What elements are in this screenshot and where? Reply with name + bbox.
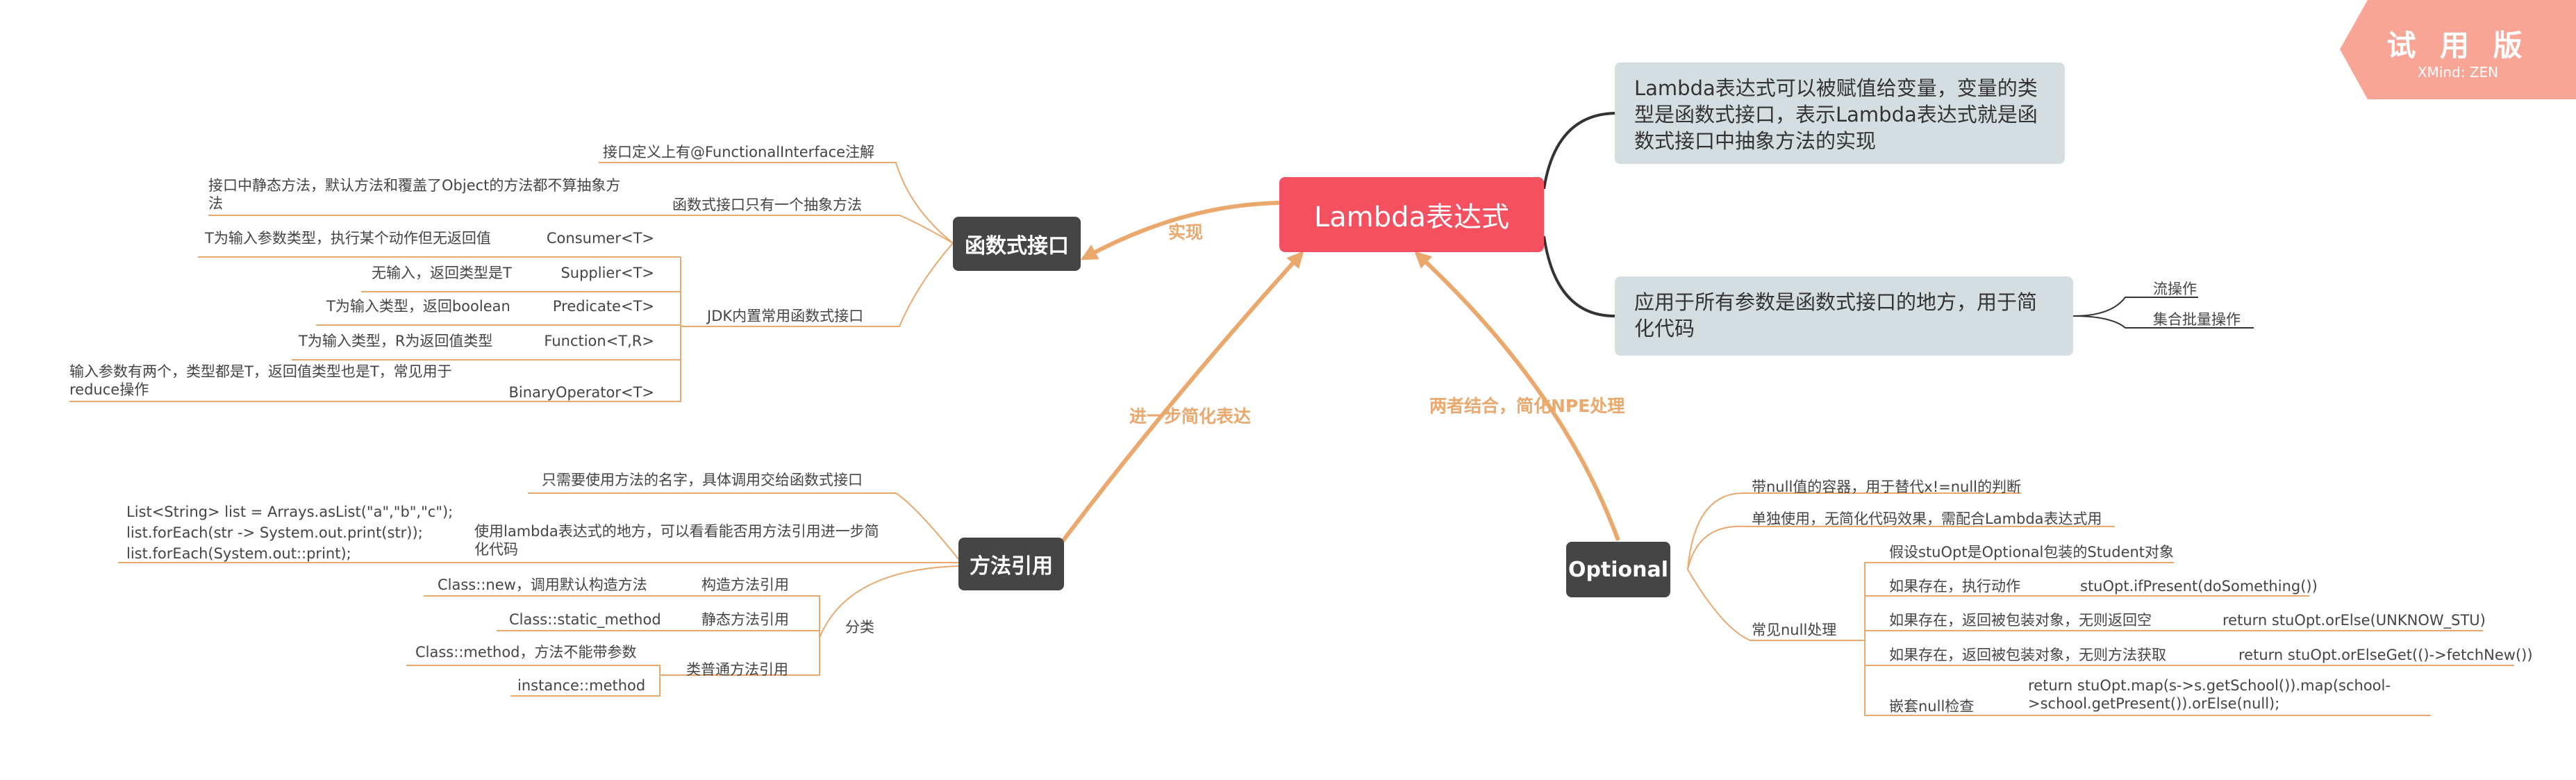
mr-normal[interactable]: 类普通方法引用 [686, 661, 788, 678]
method-reference-node[interactable]: 方法引用 [958, 538, 1064, 590]
edge-combine [1414, 251, 1620, 542]
mr-code-line1: List<String> list = Arrays.asList("a","b… [126, 504, 454, 520]
fi-consumer-desc[interactable]: T为输入参数类型，执行某个动作但无返回值 [205, 230, 491, 247]
central-topic[interactable]: Lambda表达式 [1279, 177, 1544, 252]
fi-predicate-desc[interactable]: T为输入类型，返回boolean [326, 298, 510, 315]
usage-box[interactable]: 应用于所有参数是函数式接口的地方，用于简化代码 [1615, 276, 2073, 356]
fi-annotation[interactable]: 接口定义上有@FunctionalInterface注解 [603, 144, 875, 160]
fi-jdk[interactable]: JDK内置常用函数式接口 [707, 308, 864, 324]
edge-label-implement: 实现 [1168, 222, 1204, 242]
assign-box[interactable]: Lambda表达式可以被赋值给变量，变量的类型是函数式接口，表示Lambda表达… [1615, 63, 2065, 164]
mr-code-line3: list.forEach(System.out::print); [126, 545, 351, 562]
functional-interface-node[interactable]: 函数式接口 [953, 217, 1081, 271]
opt-nested-code: return stuOpt.map(s->s.getSchool()).map(… [2028, 677, 2391, 712]
opt-case-3-code: return stuOpt.orElseGet(()->fetchNew()) [2238, 647, 2533, 663]
fi-single-abstract[interactable]: 函数式接口只有一个抽象方法 [672, 197, 862, 213]
fi-consumer[interactable]: Consumer<T> [546, 230, 654, 247]
edge-simplify [1059, 251, 1304, 545]
trial-watermark: 试 用 版 XMind: ZEN [2340, 0, 2576, 99]
mr-further[interactable]: 使用lambda表达式的地方，可以看看能否用方法引用进一步简化代码 [474, 523, 879, 558]
mr-constructor[interactable]: 构造方法引用 [701, 576, 789, 593]
opt-case-2-code: return stuOpt.orElse(UNKNOW_STU) [2222, 612, 2486, 629]
opt-case-3-label[interactable]: 如果存在，返回被包装对象，无则方法获取 [1889, 647, 2166, 663]
edge-label-simplify: 进一步简化表达 [1129, 406, 1252, 426]
fi-binaryoperator-desc[interactable]: 输入参数有两个，类型都是T，返回值类型也是T，常见用于reduce操作 [69, 363, 452, 398]
opt-container[interactable]: 带null值的容器，用于替代x!=null的判断 [1752, 479, 2022, 495]
opt-nested-label[interactable]: 嵌套null检查 [1889, 698, 1975, 715]
opt-assume[interactable]: 假设stuOpt是Optional包装的Student对象 [1889, 544, 2175, 561]
fi-function[interactable]: Function<T,R> [544, 333, 654, 349]
mr-classify[interactable]: 分类 [845, 619, 874, 636]
mr-normal-ex2[interactable]: instance::method [517, 677, 646, 694]
mr-static[interactable]: 静态方法引用 [701, 611, 789, 628]
opt-case-1-label[interactable]: 如果存在，执行动作 [1889, 578, 2020, 595]
fi-supplier-desc[interactable]: 无输入，返回类型是T [372, 265, 512, 281]
watermark-subtitle: XMind: ZEN [2417, 64, 2499, 81]
mr-constructor-ex[interactable]: Class::new，调用默认构造方法 [438, 576, 647, 593]
mr-name-only[interactable]: 只需要使用方法的名字，具体调用交给函数式接口 [542, 472, 863, 488]
mr-static-ex[interactable]: Class::static_method [509, 611, 661, 628]
opt-alone[interactable]: 单独使用，无简化代码效果，需配合Lambda表达式用 [1752, 511, 2102, 527]
mr-code-line2: list.forEach(str -> System.out.print(str… [126, 524, 423, 541]
fi-single-abstract-note[interactable]: 接口中静态方法，默认方法和覆盖了Object的方法都不算抽象方法 [208, 177, 621, 212]
fi-predicate[interactable]: Predicate<T> [552, 298, 654, 315]
edge-implement [1080, 201, 1280, 260]
opt-case-2-label[interactable]: 如果存在，返回被包装对象，无则返回空 [1889, 612, 2152, 629]
usage-item-collection[interactable]: 集合批量操作 [2153, 311, 2241, 328]
usage-item-stream[interactable]: 流操作 [2153, 281, 2197, 297]
watermark-title: 试 用 版 [2386, 28, 2529, 63]
opt-case-1-code: stuOpt.ifPresent(doSomething()) [2080, 578, 2318, 595]
opt-common[interactable]: 常见null处理 [1752, 622, 1837, 638]
fi-supplier[interactable]: Supplier<T> [560, 265, 654, 281]
optional-node[interactable]: Optional [1566, 542, 1670, 597]
mr-normal-ex1[interactable]: Class::method，方法不能带参数 [415, 644, 637, 661]
fi-binaryoperator[interactable]: BinaryOperator<T> [508, 384, 655, 401]
edge-label-combine: 两者结合，简化NPE处理 [1429, 396, 1625, 416]
fi-function-desc[interactable]: T为输入类型，R为返回值类型 [299, 333, 493, 349]
